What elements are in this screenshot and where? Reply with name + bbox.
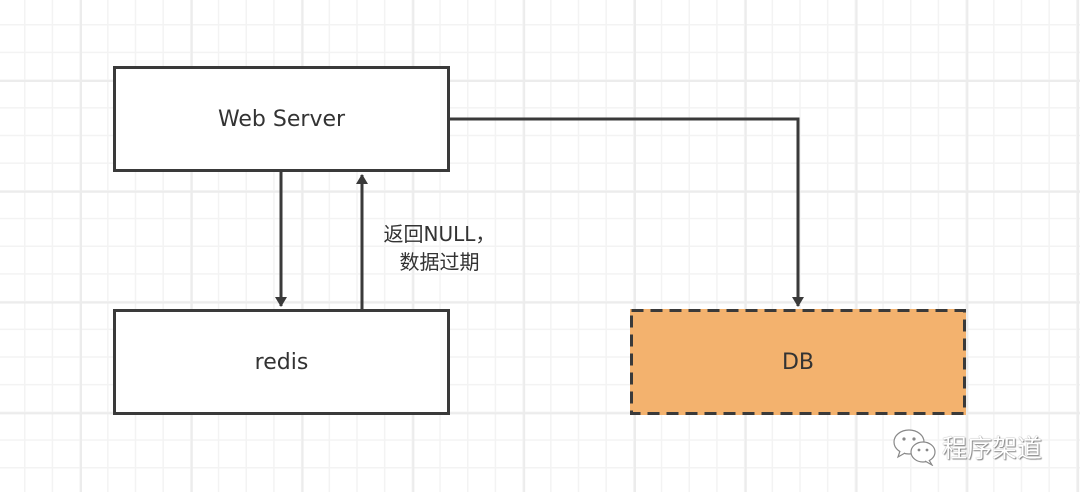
node-redis[interactable]: redis — [113, 309, 450, 415]
edge-web-to-db — [450, 117, 804, 307]
edge-label-line1: 返回NULL， — [383, 222, 496, 246]
edge-label: 返回NULL， 数据过期 — [372, 220, 507, 276]
wechat-icon — [893, 429, 936, 466]
node-db[interactable]: DB — [630, 309, 966, 415]
edge-label-line2: 数据过期 — [399, 250, 480, 274]
watermark: 程序架道 — [892, 428, 1042, 466]
node-web-server[interactable]: Web Server — [113, 66, 450, 172]
watermark-text: 程序架道 — [942, 434, 1043, 463]
node-web-server-label: Web Server — [217, 106, 346, 132]
node-db-label: DB — [781, 349, 815, 375]
node-redis-label: redis — [254, 349, 309, 375]
